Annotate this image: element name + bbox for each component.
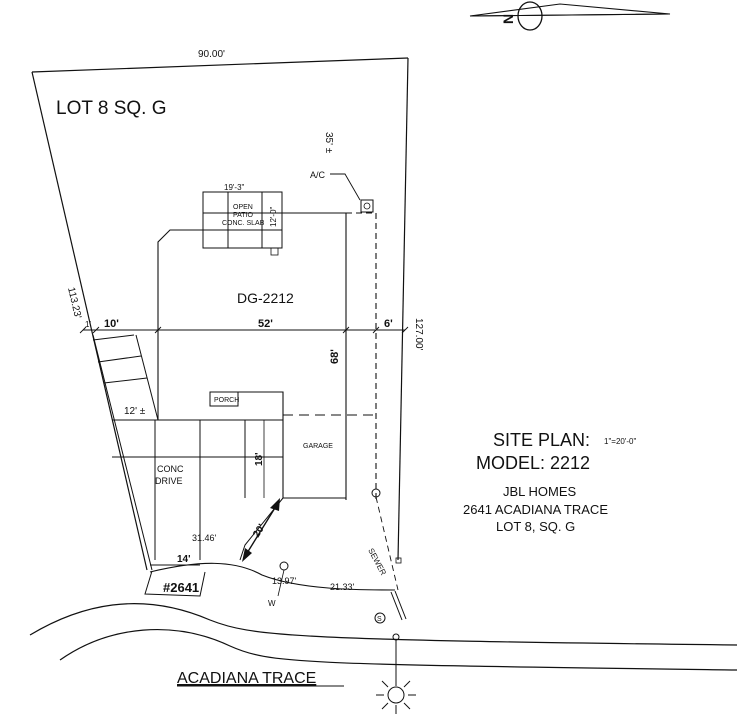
lot-title: LOT 8, SQ. G [496, 519, 576, 534]
model-title: MODEL: 2212 [476, 453, 591, 473]
sewer-symbol: S [377, 616, 382, 623]
drive-label-2: DRIVE [155, 476, 183, 486]
address-title: 2641 ACADIANA TRACE [463, 502, 608, 517]
dim-side-left: 10' [104, 318, 119, 330]
dim-house-depth: 68' [329, 349, 341, 364]
patio-label-1: OPEN [233, 204, 253, 211]
dim-house-width: 52' [258, 318, 273, 330]
street-edge-top [29, 603, 737, 646]
dim-line-house-width [79, 326, 409, 334]
street-edge-bottom [59, 628, 737, 671]
builder-name: JBL HOMES [503, 484, 577, 499]
ac-leader [330, 173, 361, 201]
dim-left: 113.23' [65, 286, 83, 320]
sewer-manhole-icon [374, 612, 386, 624]
porch [209, 391, 239, 407]
lot-label: LOT 8 SQ. G [56, 98, 167, 119]
sewer-line [375, 496, 399, 591]
sewer-label: SEWER [366, 547, 388, 577]
dim-curve-b: 13.97' [272, 576, 297, 586]
streetlight-icon [376, 633, 416, 714]
dim-front-yard: 12' ± [124, 406, 146, 417]
patio-slab [202, 191, 283, 249]
garage-label: GARAGE [303, 443, 333, 450]
dim-arrow-drive [242, 498, 280, 562]
dim-curve-a: 31.46' [192, 533, 217, 543]
dim-patio-depth: 12'-0" [269, 206, 278, 227]
north-arrow-icon [469, 1, 671, 31]
dim-right: 127.00' [413, 318, 424, 351]
address-label: #2641 [163, 580, 199, 595]
driveway [112, 419, 284, 561]
dim-left-margin: 1' [85, 320, 91, 329]
patio-label-3: CONC. SLAB [222, 220, 265, 227]
north-letter: N [500, 14, 516, 24]
patio-label-2: PATIO [233, 212, 254, 219]
street-label: ACADIANA TRACE [177, 670, 316, 687]
water-label: W [268, 599, 276, 608]
site-plan-title: SITE PLAN: [493, 430, 591, 450]
water-meter-icon [279, 561, 289, 571]
side-strip [92, 334, 159, 571]
dim-curve-c: 21.33' [330, 582, 355, 592]
lot-boundary [31, 57, 409, 571]
front-property-line [149, 562, 396, 591]
patio-fixture-icon [270, 247, 279, 256]
dim-rear-setback: 35' ± [323, 132, 334, 154]
drive-label-1: CONC [157, 464, 184, 474]
ac-label: A/C [310, 170, 326, 180]
dim-garage-depth: 18' [254, 452, 265, 466]
dim-side-right: 6' [384, 318, 393, 330]
dim-top: 90.00' [198, 49, 225, 60]
scale-label: 1"=20'-0" [604, 437, 637, 446]
dim-patio-width: 19'-3" [224, 183, 245, 192]
porch-label: PORCH [214, 397, 239, 404]
ac-unit-icon [360, 199, 374, 213]
dim-drive-width: 14' [177, 554, 191, 565]
model-label: DG-2212 [237, 290, 294, 306]
address-pad [144, 570, 206, 597]
